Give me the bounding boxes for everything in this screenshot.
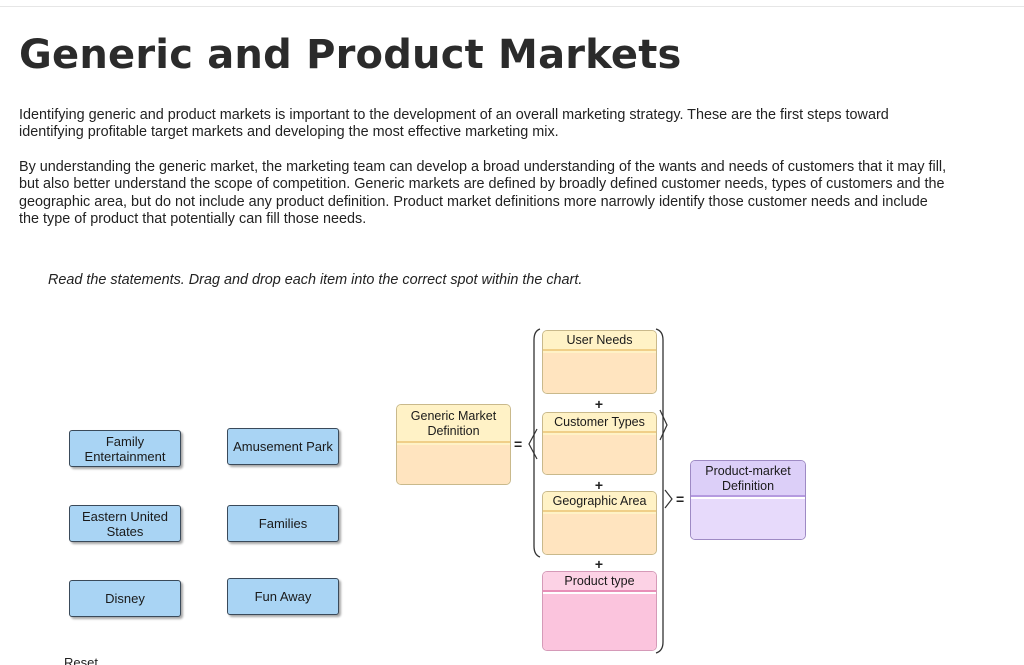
drag-item-label: Amusement Park: [233, 439, 333, 454]
drag-item-label: Eastern United States: [82, 508, 168, 539]
user-needs-label: User Needs: [543, 331, 656, 351]
product-type-label: Product type: [543, 572, 656, 592]
drag-item-label: Families: [258, 516, 308, 531]
geographic-area-drop-zone[interactable]: [543, 514, 656, 554]
generic-market-definition-label: Generic Market Definition: [397, 405, 510, 443]
product-market-definition-box: Product-market Definition: [690, 460, 806, 540]
generic-market-drop-zone[interactable]: [397, 445, 510, 484]
drag-item-label: Disney: [105, 591, 145, 606]
intro-paragraph-2: By understanding the generic market, the…: [19, 159, 947, 227]
product-type-drop-zone[interactable]: [543, 594, 656, 650]
equals-sign-generic: =: [514, 436, 523, 452]
drag-item-label: Fun Away: [254, 589, 312, 604]
geographic-area-box: Geographic Area: [542, 491, 657, 555]
instruction-text: Read the statements. Drag and drop each …: [48, 272, 583, 288]
equals-sign-product: =: [676, 491, 685, 507]
customer-types-box: Customer Types: [542, 412, 657, 475]
top-divider: [0, 6, 1024, 7]
reset-link[interactable]: Reset: [64, 655, 98, 665]
geographic-area-label: Geographic Area: [543, 492, 656, 512]
drag-item-disney[interactable]: Disney: [69, 580, 181, 617]
plus-sign-2: +: [594, 477, 604, 493]
product-type-box: Product type: [542, 571, 657, 651]
page-title: Generic and Product Markets: [19, 32, 682, 78]
drag-item-families[interactable]: Families: [227, 505, 339, 542]
user-needs-box: User Needs: [542, 330, 657, 394]
plus-sign-3: +: [594, 556, 604, 572]
plus-sign-1: +: [594, 396, 604, 412]
intro-paragraph-1: Identifying generic and product markets …: [19, 107, 889, 141]
generic-market-definition-box: Generic Market Definition: [396, 404, 511, 485]
user-needs-drop-zone[interactable]: [543, 353, 656, 393]
drag-item-family-entertainment[interactable]: Family Entertainment: [69, 430, 181, 467]
product-market-drop-zone[interactable]: [691, 499, 805, 539]
drag-item-label: Family Entertainment: [84, 433, 166, 464]
product-market-definition-label: Product-market Definition: [691, 461, 805, 497]
customer-types-label: Customer Types: [543, 413, 656, 433]
drag-item-eastern-united-states[interactable]: Eastern United States: [69, 505, 181, 542]
drag-item-fun-away[interactable]: Fun Away: [227, 578, 339, 615]
customer-types-drop-zone[interactable]: [543, 435, 656, 474]
drag-item-amusement-park[interactable]: Amusement Park: [227, 428, 339, 465]
